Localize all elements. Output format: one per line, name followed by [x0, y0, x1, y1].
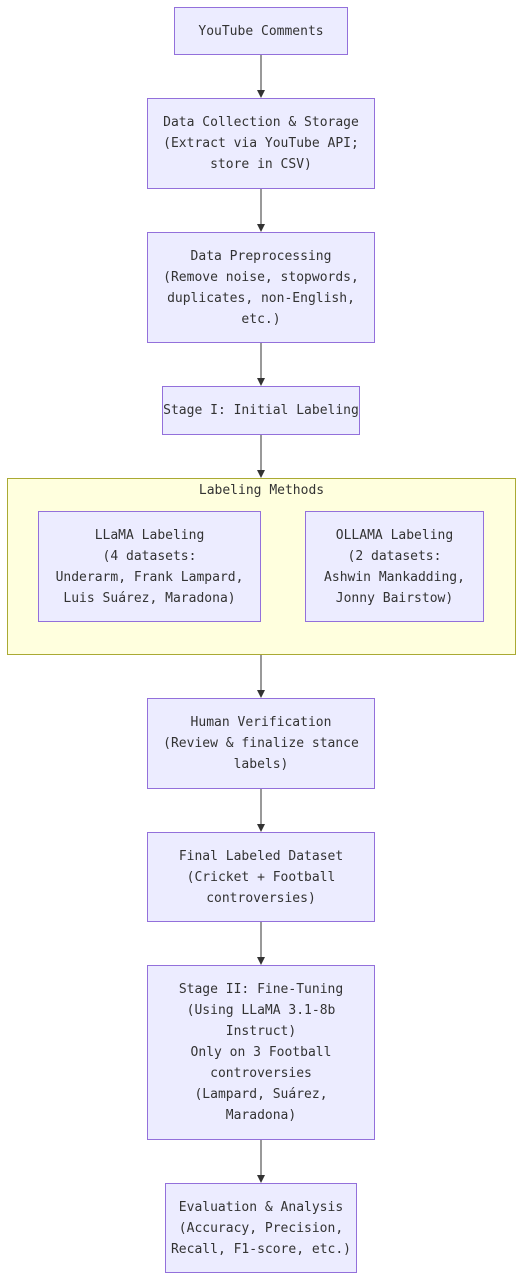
data-preprocessing-node: Data Preprocessing (Remove noise, stopwo… [147, 232, 375, 343]
youtube-comments-node: YouTube Comments [174, 7, 348, 55]
node-line: Human Verification [190, 715, 332, 730]
node-line: (2 datasets: [347, 548, 442, 564]
node-line: controversies [210, 1066, 312, 1081]
node-line: Underarm, Frank Lampard, [55, 569, 244, 585]
node-line: Stage I: Initial Labeling [163, 403, 359, 418]
node-line: Jonny Bairstow) [335, 590, 454, 606]
node-line: (Cricket + Football [186, 869, 336, 885]
node-line: (Remove noise, stopwords, [163, 269, 359, 285]
labeling-methods-title: Labeling Methods [198, 483, 325, 498]
final-dataset-node: Final Labeled Dataset (Cricket + Footbal… [147, 832, 375, 922]
node-line: (Using LLaMA 3.1-8b [186, 1003, 336, 1018]
node-line: controversies) [206, 890, 316, 906]
node-line: (Review & finalize stance [163, 736, 359, 751]
human-verification-node: Human Verification (Review & finalize st… [147, 698, 375, 789]
llama-labeling-text: LLaMA Labeling (4 datasets: Underarm, Fr… [56, 525, 244, 609]
node-line: (Extract via YouTube API; [163, 136, 359, 151]
node-line: YouTube Comments [198, 23, 324, 39]
node-line: Recall, F1-score, etc.) [170, 1241, 351, 1257]
node-line: (4 datasets: [102, 548, 197, 564]
node-line: Data Preprocessing [190, 248, 332, 264]
youtube-comments-text: YouTube Comments [198, 21, 323, 42]
node-line: Only on 3 Football [190, 1045, 332, 1060]
node-line: Ashwin Mankadding, [324, 569, 465, 585]
evaluation-text: Evaluation & Analysis (Accuracy, Precisi… [171, 1197, 351, 1260]
stage-two-text: Stage II: Fine-Tuning (Using LLaMA 3.1-8… [179, 979, 343, 1126]
node-line: LLaMA Labeling [94, 527, 205, 543]
node-line: Data Collection & Storage [163, 115, 359, 130]
stage-one-node: Stage I: Initial Labeling [162, 386, 360, 435]
stage-two-node: Stage II: Fine-Tuning (Using LLaMA 3.1-8… [147, 965, 375, 1140]
data-collection-node: Data Collection & Storage (Extract via Y… [147, 98, 375, 189]
node-line: Luis Suárez, Maradona) [63, 590, 236, 606]
node-line: Instruct) [225, 1024, 297, 1039]
ollama-labeling-text: OLLAMA Labeling (2 datasets: Ashwin Mank… [324, 525, 465, 609]
node-line: Evaluation & Analysis [178, 1199, 344, 1215]
final-dataset-text: Final Labeled Dataset (Cricket + Footbal… [179, 846, 343, 909]
node-line: OLLAMA Labeling [335, 527, 454, 543]
data-preprocessing-text: Data Preprocessing (Remove noise, stopwo… [163, 246, 359, 330]
node-line: Maradona) [225, 1108, 297, 1123]
node-line: store in CSV) [210, 157, 312, 172]
evaluation-node: Evaluation & Analysis (Accuracy, Precisi… [165, 1183, 357, 1273]
stage-one-text: Stage I: Initial Labeling [163, 400, 359, 421]
node-line: etc.) [241, 311, 281, 327]
node-line: Final Labeled Dataset [178, 848, 344, 864]
node-line: duplicates, non-English, [167, 290, 355, 306]
node-line: (Accuracy, Precision, [178, 1220, 344, 1236]
human-verification-text: Human Verification (Review & finalize st… [163, 712, 359, 775]
node-line: labels) [233, 757, 289, 772]
llama-labeling-node: LLaMA Labeling (4 datasets: Underarm, Fr… [38, 511, 261, 622]
data-collection-text: Data Collection & Storage (Extract via Y… [163, 112, 359, 175]
node-line: Stage II: Fine-Tuning [178, 982, 344, 997]
ollama-labeling-node: OLLAMA Labeling (2 datasets: Ashwin Mank… [305, 511, 484, 622]
node-line: (Lampard, Suárez, [194, 1087, 328, 1102]
